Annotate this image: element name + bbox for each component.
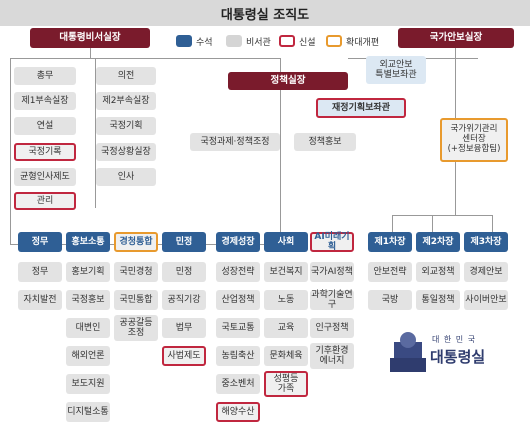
security-chief-box: 국가안보실장 [398,28,514,48]
office-box: 사이버안보 [464,290,508,310]
senior-box: 경제성장 [216,232,260,252]
legend-swatch-new [279,35,295,47]
chief-secretary-box: 대통령비서실장 [30,28,150,48]
legend-secretary: 비서관 [246,38,271,48]
senior-box: AI미래기획 [310,232,354,252]
legend-swatch-expand [326,35,342,47]
title-bar [0,0,530,26]
office-box: 노동 [264,290,308,310]
office-box: 통일정책 [416,290,460,310]
legend-expand: 확대개편 [346,38,380,48]
office-box: 국민통합 [114,290,158,310]
office-box: 국가AI정책 [310,262,354,282]
senior-box: 사회 [264,232,308,252]
office-box: 국정기획 [96,117,156,135]
office-box: 공직기강 [162,290,206,310]
senior-box: 홍보소통 [66,232,110,252]
office-box: 제2부속실장 [96,92,156,110]
office-box: 기후환경 에너지 [310,343,354,369]
office-box: 농림축산 [216,346,260,366]
office-box: 국토교통 [216,318,260,338]
promo-box: 정책홍보 [294,133,356,151]
office-box: 해양수산 [216,402,260,422]
office-box: 공공갈등 조정 [114,315,158,341]
diplomacy-aide-box: 외교안보 특별보좌관 [366,56,426,84]
office-box: 산업정책 [216,290,260,310]
crisis-center-box: 국가위기관리 센터장 (+정보융합팀) [440,118,508,162]
legend-swatch-senior [176,35,192,47]
legend-new: 신설 [299,38,316,48]
office-box: 교육 [264,318,308,338]
office-box: 문화체육 [264,346,308,366]
office-box: 경제안보 [464,262,508,282]
office-box: 관리 [14,192,76,210]
senior-box: 정무 [18,232,62,252]
senior-box: 경청통합 [114,232,158,252]
office-box: 균형인사제도 [14,168,76,186]
legend-senior: 수석 [196,38,213,48]
office-box: 국정상황실장 [96,143,156,161]
office-box: 외교정책 [416,262,460,282]
office-box: 대변인 [66,318,110,338]
office-box: 국민경청 [114,262,158,282]
office-box: 의전 [96,67,156,85]
policy-chief-box: 정책실장 [228,72,348,90]
logo-big-text: 대통령실 [430,348,486,366]
senior-box: 민정 [162,232,206,252]
senior-box: 제2차장 [416,232,460,252]
page-title: 대통령실 조직도 [220,8,310,23]
office-box: 보건복지 [264,262,308,282]
office-box: 국방 [368,290,412,310]
office-box: 인사 [96,168,156,186]
office-box: 디지털소통 [66,402,110,422]
tasks-box: 국정과제·정책조정 [190,133,280,151]
office-box: 성평등 가족 [264,371,308,397]
office-box: 인구정책 [310,318,354,338]
fiscal-aide-box: 재정기획보좌관 [316,98,406,118]
office-box: 국정기록 [14,143,76,161]
office-box: 총무 [14,67,76,85]
office-box: 안보전략 [368,262,412,282]
office-box: 중소벤처 [216,374,260,394]
presidential-seal-icon [390,332,426,372]
senior-box: 제3차장 [464,232,508,252]
office-box: 제1부속실장 [14,92,76,110]
senior-box: 제1차장 [368,232,412,252]
office-box: 자치발전 [18,290,62,310]
office-box: 홍보기획 [66,262,110,282]
office-box: 성장전략 [216,262,260,282]
office-box: 해외언론 [66,346,110,366]
office-box: 사법제도 [162,346,206,366]
office-box: 법무 [162,318,206,338]
office-box: 연설 [14,117,76,135]
office-box: 민정 [162,262,206,282]
legend-swatch-secretary [226,35,242,47]
office-box: 정무 [18,262,62,282]
office-box: 보도지원 [66,374,110,394]
office-box: 과학기술연구 [310,289,354,310]
office-box: 국정홍보 [66,290,110,310]
logo-small-text: 대 한 민 국 [432,335,477,344]
